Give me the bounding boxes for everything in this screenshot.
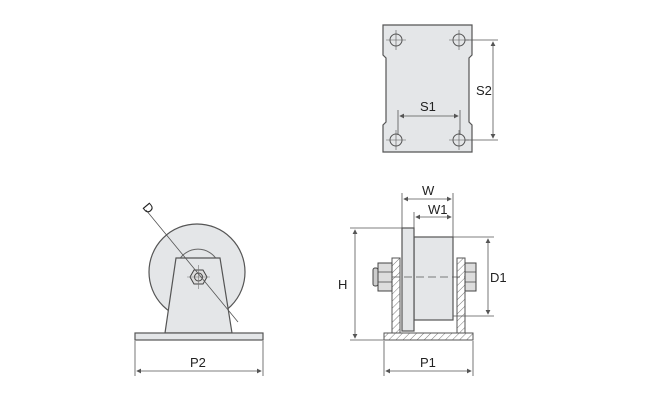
label-d1: D1 xyxy=(490,270,507,285)
dimension-p2: P2 xyxy=(134,341,264,376)
side-view: W W1 H D1 P1 xyxy=(338,183,507,376)
label-w: W xyxy=(422,183,435,198)
label-p1: P1 xyxy=(420,355,436,370)
dimension-s1: S1 xyxy=(397,99,461,135)
dimension-w1: W1 xyxy=(413,202,452,237)
right-nut-icon xyxy=(464,262,477,292)
front-view: D P2 xyxy=(134,200,264,376)
label-s2: S2 xyxy=(476,83,492,98)
base-plate xyxy=(134,332,264,341)
dimension-p1: P1 xyxy=(383,341,474,376)
wheel-hub xyxy=(413,236,454,321)
left-nut-icon xyxy=(372,262,393,292)
dimension-d1: D1 xyxy=(453,236,507,317)
base-plate-section xyxy=(383,332,474,341)
wheel-rim xyxy=(401,227,415,332)
dimension-s2: S2 xyxy=(465,39,498,141)
top-view-plate: S2 S1 xyxy=(382,24,498,153)
label-h: H xyxy=(338,277,347,292)
label-s1: S1 xyxy=(420,99,436,114)
label-w1: W1 xyxy=(428,202,448,217)
axle-nut-icon xyxy=(187,265,210,289)
label-d: D xyxy=(140,200,158,217)
dimension-h: H xyxy=(338,227,402,341)
dimension-d-line xyxy=(145,209,239,323)
label-p2: P2 xyxy=(190,355,206,370)
dimension-w: W xyxy=(401,183,454,237)
